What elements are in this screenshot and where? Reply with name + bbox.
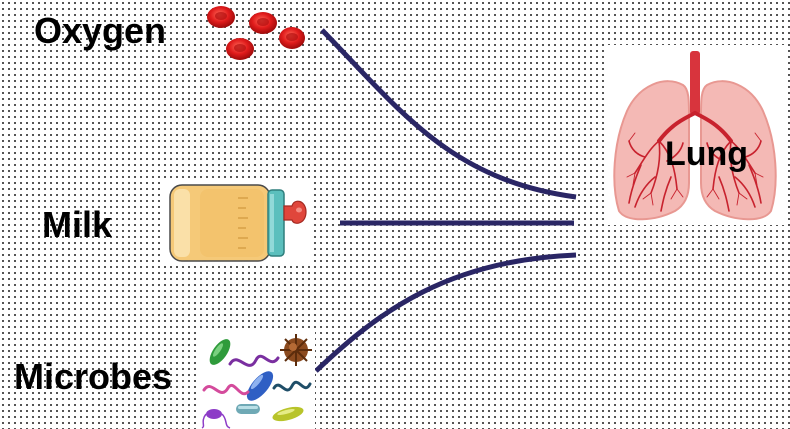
lungs-icon <box>605 45 785 225</box>
microbes-icon <box>200 330 315 429</box>
red-blood-cells-icon <box>207 6 305 60</box>
lung-label: Lung <box>665 135 749 173</box>
microbes-label: Microbes <box>14 356 173 397</box>
oxygen-to-lung-line <box>320 28 577 200</box>
baby-bottle-icon <box>160 180 310 265</box>
blood-cell <box>279 27 305 49</box>
blood-cell <box>249 12 277 34</box>
oxygen-label: Oxygen <box>34 10 167 51</box>
blood-cell <box>226 38 254 60</box>
milk-label: Milk <box>42 204 113 245</box>
microbes-to-lung-line <box>314 252 577 373</box>
blood-cell <box>207 6 235 28</box>
